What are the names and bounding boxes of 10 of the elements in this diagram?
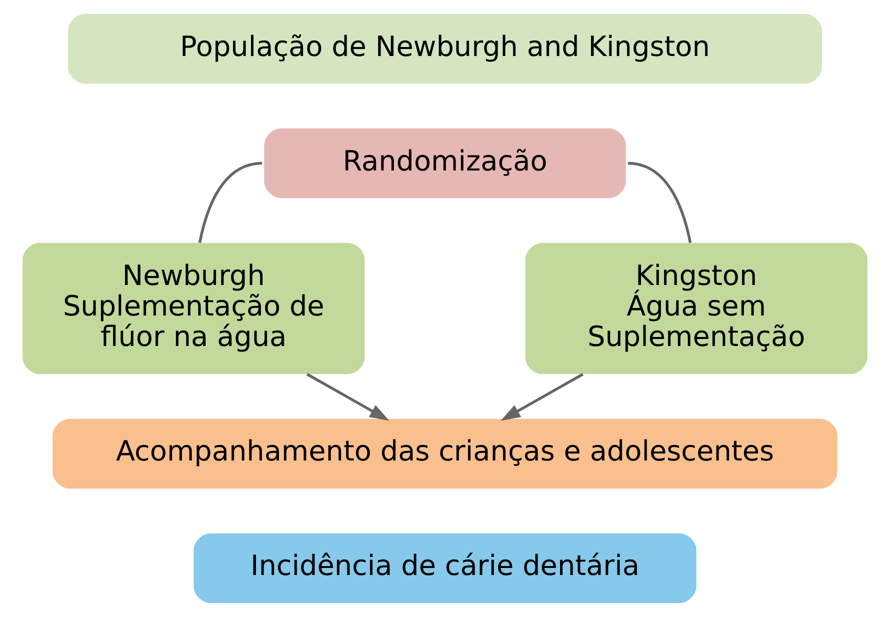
node-box: Kingston Água sem Suplementação <box>524 242 867 374</box>
node-box: População de Newburgh and Kingston <box>67 14 822 84</box>
arrow <box>500 373 583 421</box>
node-box: Acompanhamento das crianças e adolescentes <box>52 418 837 489</box>
arrow <box>306 373 389 421</box>
node-box: Incidência de cárie dentária <box>193 533 696 604</box>
node-box: Newburgh Suplementação de flúor na água <box>22 242 364 374</box>
connector <box>627 162 692 244</box>
node-box: Randomização <box>264 128 626 198</box>
connector <box>198 162 262 244</box>
